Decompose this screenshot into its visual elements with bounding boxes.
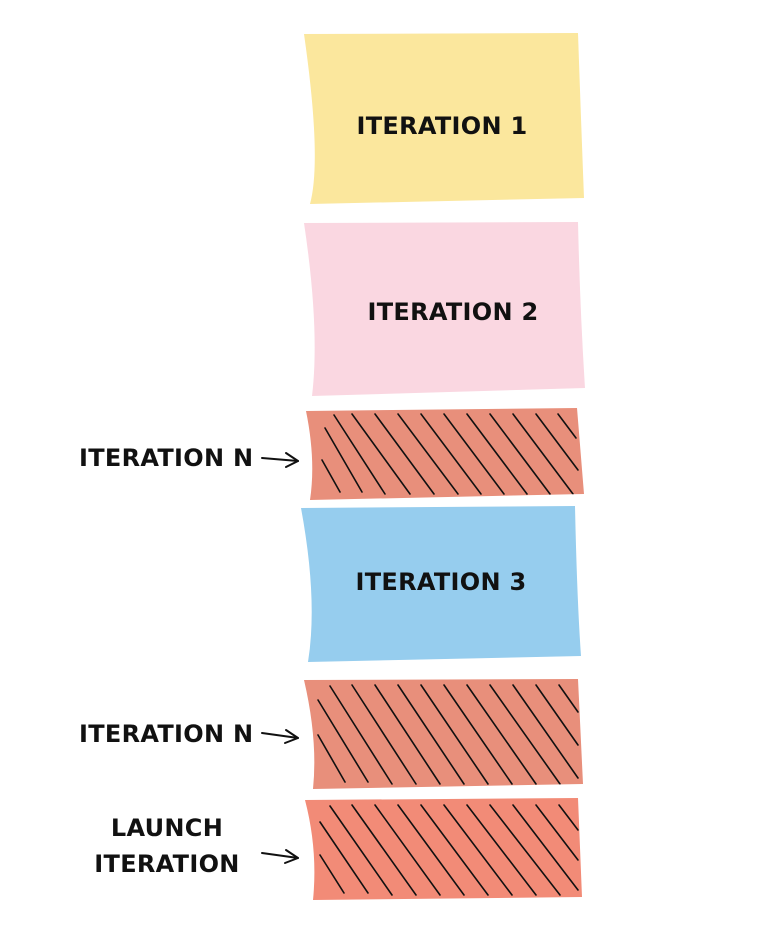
side-label-iteration-n-2: ITERATION N bbox=[79, 720, 299, 748]
iteration-2-shape bbox=[304, 222, 585, 396]
hatch-pattern-2 bbox=[317, 684, 579, 785]
launch-label-line-2: ITERATION bbox=[94, 850, 239, 878]
hatch-pattern-1 bbox=[321, 413, 579, 495]
launch-label-line-1: LAUNCH bbox=[111, 814, 223, 842]
right-arrow-icon bbox=[261, 729, 299, 744]
iteration-n-block-2 bbox=[304, 679, 583, 789]
side-label-iteration-n-1: ITERATION N bbox=[79, 444, 299, 472]
iteration-n-block-1 bbox=[306, 408, 584, 500]
iteration-3-shape bbox=[301, 506, 581, 662]
iteration-2-block: ITERATION 2 bbox=[304, 222, 585, 396]
iteration-n-label-1: ITERATION N bbox=[79, 444, 253, 472]
iteration-n-label-2: ITERATION N bbox=[79, 720, 253, 748]
right-arrow-icon bbox=[261, 849, 299, 864]
right-arrow-icon bbox=[261, 452, 299, 468]
iteration-3-label: ITERATION 3 bbox=[355, 568, 526, 596]
iteration-2-label: ITERATION 2 bbox=[367, 298, 538, 326]
iteration-3-block: ITERATION 3 bbox=[301, 506, 581, 662]
hatch-pattern-3 bbox=[319, 804, 579, 896]
iteration-1-block: ITERATION 1 bbox=[304, 33, 584, 204]
launch-iteration-shape bbox=[305, 798, 582, 900]
launch-iteration-block bbox=[305, 798, 582, 900]
side-label-launch-iteration: LAUNCH ITERATION bbox=[94, 814, 299, 878]
iteration-1-shape bbox=[304, 33, 584, 204]
iteration-n-shape-2 bbox=[304, 679, 583, 789]
iteration-1-label: ITERATION 1 bbox=[356, 112, 527, 140]
